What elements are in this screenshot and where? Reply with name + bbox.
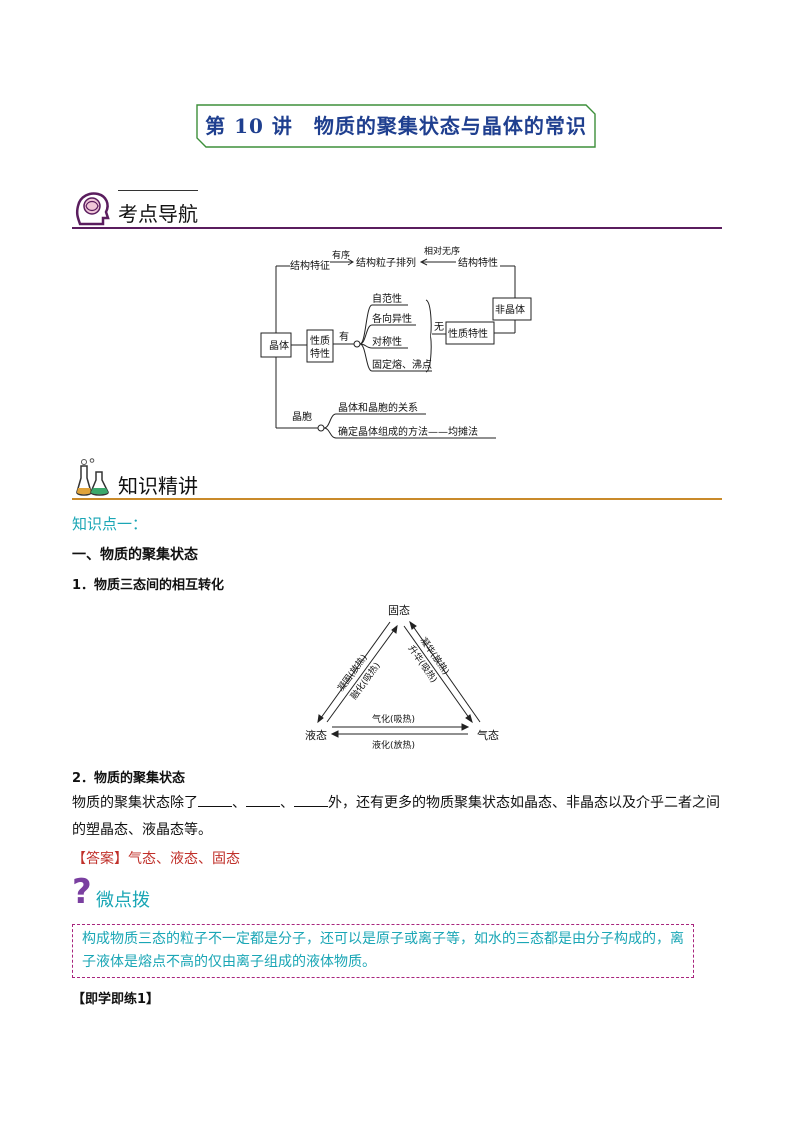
label-liquefy: 液化(放热)	[372, 739, 415, 751]
mindmap-prop-item-2: 对称性	[372, 335, 402, 348]
mindmap-particle-arrangement: 结构粒子排列	[356, 256, 416, 269]
paragraph-prefix: 物质的聚集状态除了	[72, 795, 198, 811]
answer-value: 气态、液态、固态	[128, 851, 240, 867]
paragraph-suffix: 外，还有更多的物质聚集状态如晶态、非晶态以及介乎二者之间	[328, 795, 720, 811]
answer-line: 【答案】气态、液态、固态	[72, 848, 240, 868]
mindmap-property-line2: 特性	[310, 347, 330, 360]
paragraph-sep-1: 、	[232, 795, 246, 811]
subheading-aggregation: 2．物质的聚集状态	[72, 771, 186, 786]
state-solid: 固态	[388, 604, 410, 617]
tip-text: 构成物质三态的粒子不一定都是分子，还可以是原子或离子等，如水的三态都是由分子构成…	[82, 931, 684, 970]
tip-label: 微点拨	[96, 890, 150, 911]
section-title-knowledge: 知识精讲	[118, 474, 198, 498]
subheading-transformation: 1．物质三态间的相互转化	[72, 578, 225, 593]
header-overline	[118, 190, 198, 191]
tip-box	[72, 924, 694, 978]
mindmap-property-line1: 性质	[310, 334, 330, 347]
page-title: 第 10 讲 物质的聚集状态与晶体的常识	[205, 114, 587, 138]
knowledge-point-label: 知识点一：	[72, 515, 148, 533]
label-vaporize: 气化(吸热)	[372, 713, 415, 725]
mindmap-prop-item-1: 各向异性	[372, 312, 412, 325]
concept-mindmap: 晶体 结构特征 有序 结构粒子排列 相对无序 结构特性 非晶体 性质 特性 有 …	[260, 245, 532, 439]
mindmap-have: 有	[339, 330, 349, 343]
mindmap-amorphous: 非晶体	[495, 304, 525, 316]
mindmap-structure-feature: 结构特征	[290, 259, 330, 272]
title-frame	[196, 104, 596, 148]
fill-blank-3[interactable]	[294, 792, 328, 807]
paragraph-sep-2: 、	[280, 795, 294, 811]
mindmap-cell: 晶胞	[292, 411, 312, 423]
mindmap-amorphous-property: 性质特性	[448, 327, 488, 340]
mindmap-prop-item-3: 固定熔、沸点	[372, 358, 432, 371]
body-paragraph: 物质的聚集状态除了、、外，还有更多的物质聚集状态如晶态、非晶态以及介乎二者之间 …	[72, 790, 722, 844]
mindmap-ordered: 有序	[332, 249, 350, 261]
mindmap-relatively-disordered: 相对无序	[424, 245, 460, 257]
section-rule-orange	[72, 498, 722, 500]
question-mark-icon: ?	[72, 872, 92, 912]
mindmap-cell-item-1: 确定晶体组成的方法——均摊法	[338, 425, 478, 438]
brain-head-icon	[75, 192, 110, 226]
mindmap-prop-item-0: 自范性	[372, 292, 402, 305]
practice-label: 【即学即练1】	[72, 992, 160, 1007]
state-gas: 气态	[477, 728, 499, 742]
paragraph-line2: 的塑晶态、液晶态等。	[72, 822, 212, 838]
flask-icon	[76, 458, 109, 496]
answer-tag: 【答案】	[72, 851, 128, 867]
section-title-nav: 考点导航	[118, 202, 198, 226]
heading-aggregation-state: 一、物质的聚集状态	[72, 547, 198, 563]
mindmap-cell-item-0: 晶体和晶胞的关系	[338, 401, 418, 414]
state-liquid: 液态	[305, 728, 327, 742]
three-states-diagram: 固态 液态 气态 凝固(放热) 融化(吸热) 凝华(放热) 升华(吸热) 气化(…	[305, 604, 499, 751]
section-rule-purple	[72, 227, 722, 229]
mindmap-root: 晶体	[269, 340, 289, 352]
fill-blank-2[interactable]	[246, 792, 280, 807]
mindmap-none: 无	[434, 322, 444, 333]
mindmap-structure-property: 结构特性	[458, 256, 498, 269]
fill-blank-1[interactable]	[198, 792, 232, 807]
